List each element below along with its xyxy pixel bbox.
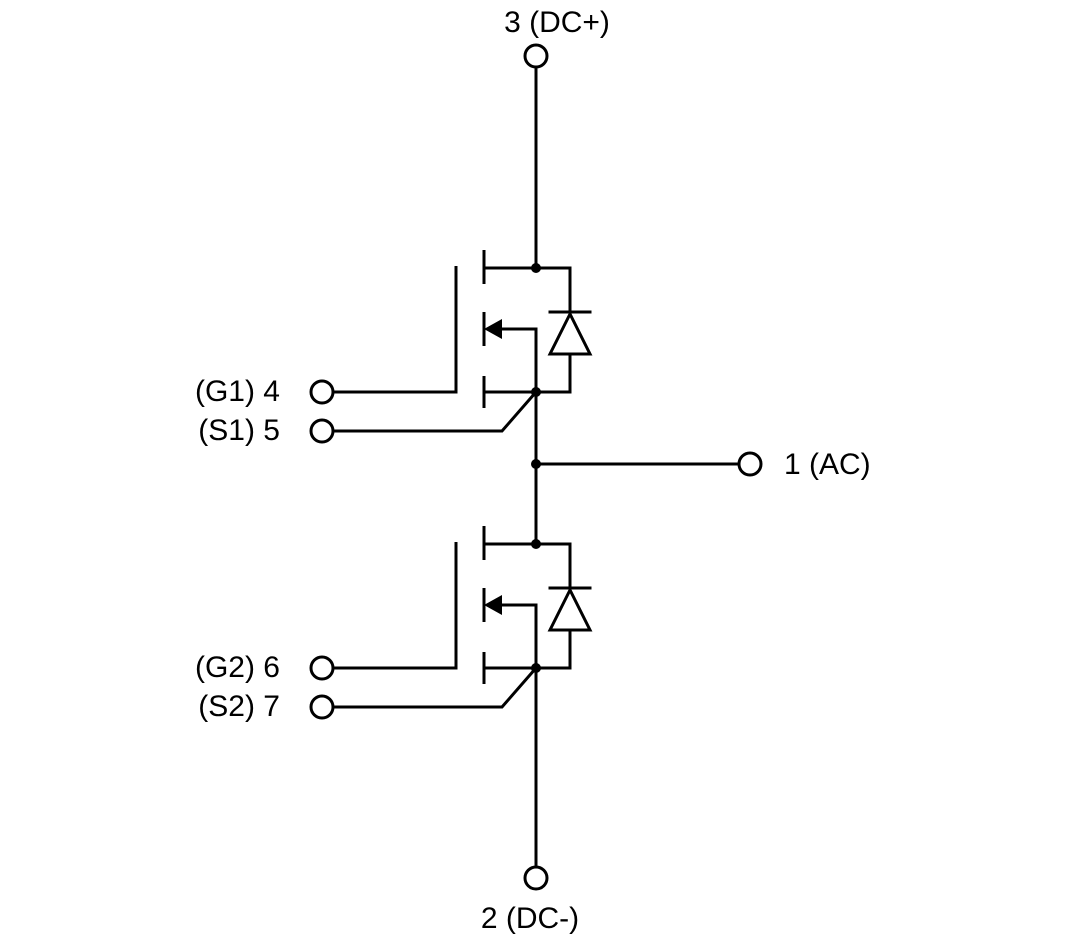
label-s1: (S1) 5 — [198, 414, 280, 447]
label-dc-plus: 3 (DC+) — [504, 6, 610, 39]
label-g1: (G1) 4 — [195, 375, 280, 408]
upper-diode-anode-triangle — [547, 310, 593, 356]
label-ac: 1 (AC) — [784, 448, 871, 481]
upper-mosfet — [332, 250, 593, 433]
terminal-g2 — [309, 655, 335, 681]
terminal-dc-minus — [523, 865, 549, 891]
terminal-s1 — [309, 418, 335, 444]
lower-mosfet — [332, 526, 593, 709]
lower-diode-anode-triangle — [547, 586, 593, 632]
label-s2: (S2) 7 — [198, 690, 280, 723]
junction-lower-source — [531, 663, 541, 673]
terminal-dc-plus — [523, 43, 549, 69]
label-g2: (G2) 6 — [195, 651, 280, 684]
junction-upper-drain — [531, 263, 541, 273]
s1-wire — [332, 389, 539, 433]
terminal-ac — [737, 451, 763, 477]
junction-ac — [531, 459, 541, 469]
terminal-g1 — [309, 379, 335, 405]
terminal-s2 — [309, 694, 335, 720]
junction-upper-source — [531, 387, 541, 397]
label-dc-minus: 2 (DC-) — [481, 902, 579, 935]
s2-wire — [332, 665, 539, 709]
junction-lower-drain — [531, 539, 541, 549]
lower-body-arrow — [484, 595, 502, 615]
upper-body-arrow — [484, 319, 502, 339]
